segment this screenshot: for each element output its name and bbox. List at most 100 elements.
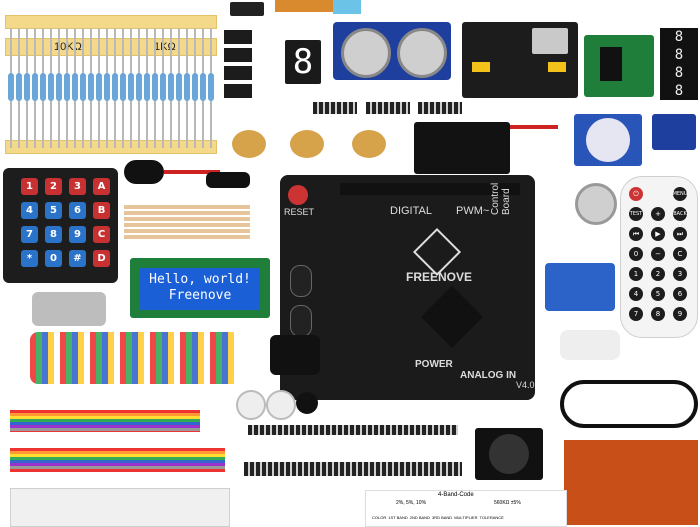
key-A[interactable]: A xyxy=(93,178,110,195)
key-2[interactable]: 2 xyxy=(45,178,62,195)
remote-2[interactable]: 2 xyxy=(651,267,665,281)
lcd-screen: Hello, world! Freenove xyxy=(140,268,260,310)
remote-9[interactable]: 9 xyxy=(673,307,687,321)
resistor-card-columns: COLOR 1ST BAND 2ND BAND 3RD BAND MULTIPL… xyxy=(372,515,558,523)
key-7[interactable]: 7 xyxy=(21,226,38,243)
remote-8[interactable]: 8 xyxy=(651,307,665,321)
pir-sensor xyxy=(574,114,642,166)
remote-5[interactable]: 5 xyxy=(651,287,665,301)
remote-4[interactable]: 4 xyxy=(629,287,643,301)
resistor-card-col-5: TOLERANCE xyxy=(479,515,504,520)
gyro-sensor xyxy=(652,114,696,150)
digital-header xyxy=(340,183,520,195)
ultrasonic-eye-right xyxy=(397,28,447,78)
remote-minus[interactable]: − xyxy=(651,247,665,261)
pir-dome xyxy=(586,118,630,162)
key-D[interactable]: D xyxy=(93,250,110,267)
remote-test[interactable]: TEST xyxy=(629,207,643,221)
joystick-module xyxy=(475,428,543,480)
remote-plus[interactable]: + xyxy=(651,207,665,221)
perfboard-stack xyxy=(564,440,698,525)
usb-cable xyxy=(560,380,698,428)
control-board: RESET DIGITAL PWM~ FREENOVE Control Boar… xyxy=(270,175,535,400)
ic-driver-board xyxy=(584,35,654,97)
key-star[interactable]: * xyxy=(21,250,38,267)
reset-label: RESET xyxy=(284,207,315,217)
battery-holder xyxy=(414,122,510,174)
remote-prev[interactable]: ⏮ xyxy=(629,227,643,241)
jumper-wire-bundle xyxy=(30,332,240,384)
key-hash[interactable]: # xyxy=(69,250,86,267)
analog-label: ANALOG IN xyxy=(460,370,517,381)
buzzer-3 xyxy=(296,392,318,414)
pwm-label: PWM~ xyxy=(456,205,490,217)
remote-0[interactable]: 0 xyxy=(629,247,643,261)
ribbon-cable-1 xyxy=(10,410,200,432)
lcd-line-1: Hello, world! xyxy=(149,272,251,287)
remote-6[interactable]: 6 xyxy=(673,287,687,301)
seven-segment-single: 8 xyxy=(285,40,321,84)
remote-back[interactable]: BACK xyxy=(673,207,687,221)
reset-button[interactable] xyxy=(288,185,308,205)
remote-menu[interactable]: MENU xyxy=(673,187,687,201)
battery-clip xyxy=(124,160,164,184)
pin-header-3 xyxy=(418,102,462,114)
potentiometer-2 xyxy=(290,130,324,158)
joystick-knob xyxy=(489,434,529,474)
resistor-color-card: 4-Band-Code 2%, 5%, 10% 560KΩ ±5% COLOR … xyxy=(365,490,567,527)
membrane-keypad: 1 2 3 A 4 5 6 B 7 8 9 C * 0 # D xyxy=(3,168,118,283)
key-0[interactable]: 0 xyxy=(45,250,62,267)
ultrasonic-eye-left xyxy=(341,28,391,78)
key-3[interactable]: 3 xyxy=(69,178,86,195)
power-module xyxy=(462,22,578,98)
remote-next[interactable]: ⏭ xyxy=(673,227,687,241)
lcd-line-2: Freenove xyxy=(168,288,232,303)
power-jack xyxy=(270,335,320,375)
remote-play[interactable]: ▶ xyxy=(651,227,665,241)
key-9[interactable]: 9 xyxy=(69,226,86,243)
brand-label: FREENOVE xyxy=(406,270,473,284)
key-8[interactable]: 8 xyxy=(45,226,62,243)
control-board-label: Control Board xyxy=(490,182,512,215)
pin-header-1 xyxy=(313,102,357,114)
version-label: V4.0 xyxy=(516,380,535,390)
remote-power[interactable]: ⏻ xyxy=(629,187,643,201)
brand-logo xyxy=(412,227,462,277)
key-6[interactable]: 6 xyxy=(69,202,86,219)
servo-horns xyxy=(560,330,620,360)
resistor-card-left: 2%, 5%, 10% xyxy=(396,500,427,506)
remote-7[interactable]: 7 xyxy=(629,307,643,321)
potentiometer-3 xyxy=(352,130,386,158)
ribbon-connector-cable xyxy=(124,205,250,241)
resistor-card-col-1: 1ST BAND xyxy=(388,515,408,520)
key-B[interactable]: B xyxy=(93,202,110,219)
tact-switches xyxy=(224,30,252,100)
key-C[interactable]: C xyxy=(93,226,110,243)
buzzer-2 xyxy=(266,390,296,420)
remote-3[interactable]: 3 xyxy=(673,267,687,281)
key-4[interactable]: 4 xyxy=(21,202,38,219)
potentiometer-1 xyxy=(232,130,266,158)
buzzer-1 xyxy=(236,390,266,420)
key-5[interactable]: 5 xyxy=(45,202,62,219)
capacitor-2 xyxy=(290,305,312,337)
ir-remote: ⏻ MENU TEST + BACK ⏮ ▶ ⏭ 0 − C 1 2 3 4 5… xyxy=(620,176,698,338)
capacitor-1 xyxy=(290,265,312,297)
ribbon-cable-2 xyxy=(10,448,225,472)
power-label: POWER xyxy=(415,359,453,370)
male-header-long-2 xyxy=(244,462,462,476)
jumper-yellow xyxy=(472,62,490,72)
remote-c[interactable]: C xyxy=(673,247,687,261)
resistor-card-col-0: COLOR xyxy=(372,515,387,520)
resistor-array xyxy=(8,28,214,148)
dc-jack-cable xyxy=(206,172,250,188)
male-header-long-1 xyxy=(248,425,458,435)
resistor-tape-top xyxy=(5,15,217,29)
remote-1[interactable]: 1 xyxy=(629,267,643,281)
battery-clip-wire xyxy=(164,170,220,174)
jumper-yellow-2 xyxy=(548,62,566,72)
key-1[interactable]: 1 xyxy=(21,178,38,195)
resistor-card-col-4: MULTIPLIER xyxy=(454,515,478,520)
dc-motor xyxy=(32,292,106,326)
